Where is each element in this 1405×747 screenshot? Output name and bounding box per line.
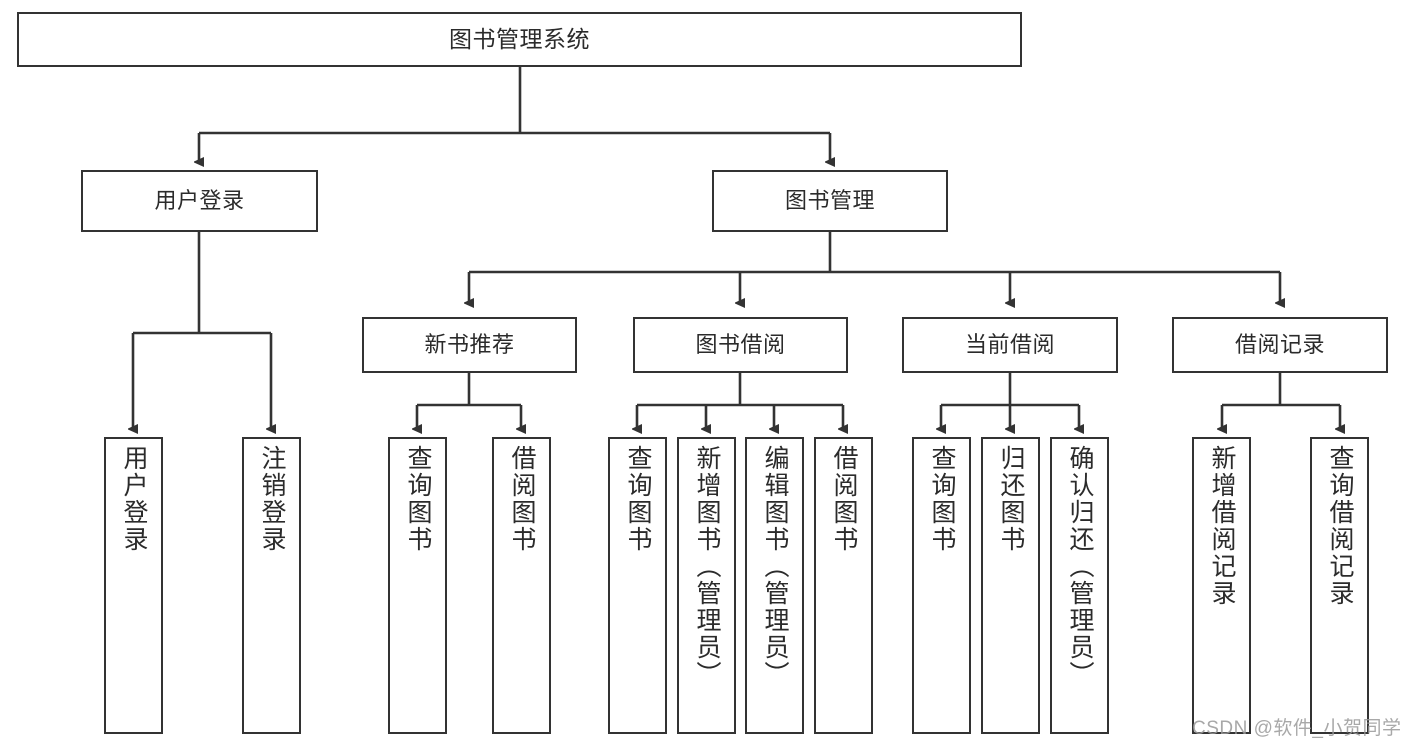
node-label: 借阅图书 [830, 445, 858, 553]
node-new-book-recommend[interactable]: 新书推荐 [362, 317, 577, 373]
node-root-book-management-system[interactable]: 图书管理系统 [17, 12, 1022, 67]
node-leaf-borrow-book-newbook[interactable]: 借阅图书 [492, 437, 551, 734]
node-label: 查询图书 [624, 445, 652, 553]
node-leaf-logout[interactable]: 注销登录 [242, 437, 301, 734]
node-label: 归还图书 [997, 445, 1025, 553]
node-label: 注销登录 [258, 445, 286, 553]
node-label: 新增借阅记录 [1208, 445, 1236, 607]
node-label: 用户登录 [154, 188, 245, 214]
node-label: 图书管理系统 [449, 26, 590, 53]
node-leaf-query-borrow-record[interactable]: 查询借阅记录 [1310, 437, 1369, 734]
node-label: 用户登录 [120, 445, 148, 553]
node-book-management[interactable]: 图书管理 [712, 170, 948, 232]
node-label: 借阅记录 [1234, 332, 1325, 358]
node-leaf-edit-book-admin[interactable]: 编辑图书（管理员） [745, 437, 804, 734]
node-user-login[interactable]: 用户登录 [81, 170, 318, 232]
node-leaf-query-book-borrow[interactable]: 查询图书 [608, 437, 667, 734]
node-label: 图书管理 [784, 188, 875, 214]
node-borrow-record[interactable]: 借阅记录 [1172, 317, 1388, 373]
node-leaf-return-book[interactable]: 归还图书 [981, 437, 1040, 734]
node-leaf-add-borrow-record[interactable]: 新增借阅记录 [1192, 437, 1251, 734]
node-leaf-query-book-newbook[interactable]: 查询图书 [388, 437, 447, 734]
node-label: 查询图书 [928, 445, 956, 553]
node-leaf-confirm-return-admin[interactable]: 确认归还（管理员） [1050, 437, 1109, 734]
node-label: 查询图书 [404, 445, 432, 553]
node-leaf-borrow-book[interactable]: 借阅图书 [814, 437, 873, 734]
watermark-text: CSDN @软件_小贺同学 [1192, 718, 1402, 739]
node-label: 新书推荐 [424, 332, 515, 358]
node-leaf-add-book-admin[interactable]: 新增图书（管理员） [677, 437, 736, 734]
node-label: 图书借阅 [695, 332, 786, 358]
node-book-borrow[interactable]: 图书借阅 [633, 317, 848, 373]
node-label: 当前借阅 [964, 332, 1055, 358]
node-leaf-user-login[interactable]: 用户登录 [104, 437, 163, 734]
node-label: 确认归还（管理员） [1066, 445, 1094, 688]
node-current-borrow[interactable]: 当前借阅 [902, 317, 1118, 373]
node-label: 借阅图书 [508, 445, 536, 553]
node-label: 编辑图书（管理员） [761, 445, 789, 688]
node-label: 新增图书（管理员） [693, 445, 721, 688]
node-leaf-query-book-current[interactable]: 查询图书 [912, 437, 971, 734]
node-label: 查询借阅记录 [1326, 445, 1354, 607]
